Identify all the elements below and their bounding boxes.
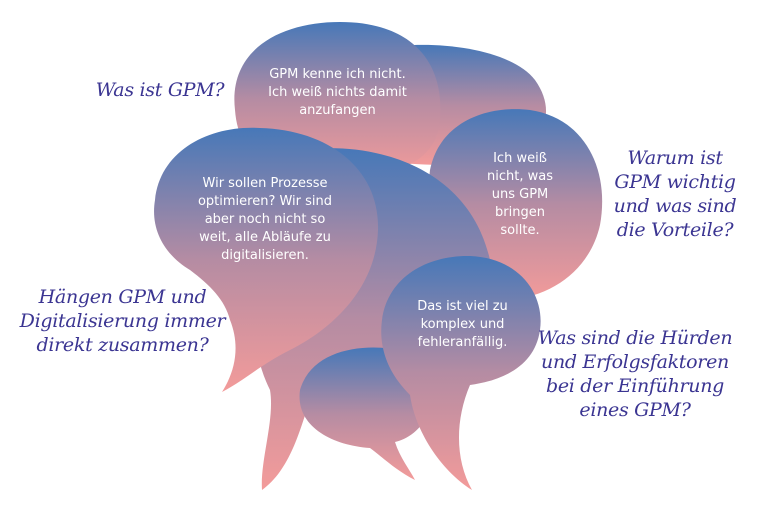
- question-warum-gpm-wichtig: Warum ist GPM wichtig und was sind die V…: [613, 147, 737, 241]
- bubble-text-komplex-fehleranfaellig: Das ist viel zu komplex und fehleranfäll…: [417, 299, 508, 350]
- question-huerden-erfolgsfaktoren: Was sind die Hürden und Erfolgsfaktoren …: [537, 327, 733, 421]
- bubble-bottom-middle: [299, 347, 429, 480]
- question-was-ist-gpm: Was ist GPM?: [95, 79, 225, 101]
- bubble-text-prozesse-optimieren: Wir sollen Prozesse optimieren? Wir sind…: [197, 176, 333, 263]
- question-gpm-digitalisierung: Hängen GPM und Digitalisierung immer dir…: [19, 286, 226, 356]
- bubble-text-gpm-kenne-ich-nicht: GPM kenne ich nicht. Ich weiß nichts dam…: [268, 67, 407, 118]
- bubble-text-was-uns-gpm-bringen: Ich weiß nicht, was uns GPM bringen soll…: [487, 151, 553, 238]
- bubble-bottom-right: [381, 255, 541, 490]
- bubble-left: [154, 127, 379, 393]
